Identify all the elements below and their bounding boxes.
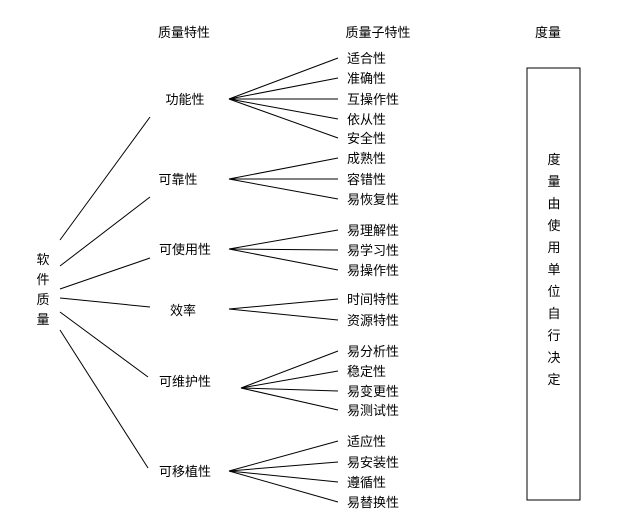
subcharacteristic-label: 资源特性 xyxy=(347,314,399,329)
subcharacteristic-label: 成熟性 xyxy=(347,151,386,167)
measure-char: 量 xyxy=(547,175,560,190)
subcharacteristic-label: 安全性 xyxy=(347,131,386,147)
characteristic-label: 可维护性 xyxy=(159,375,211,390)
measure-box xyxy=(526,67,581,501)
root-branch-line xyxy=(59,329,149,469)
characteristic-label: 可靠性 xyxy=(158,173,197,188)
subcharacteristic-labels: 适合性准确性互操作性依从性安全性成熟性容错性易恢复性易理解性易学习性易操作性时间… xyxy=(347,52,399,511)
subcharacteristic-label: 易恢复性 xyxy=(347,193,399,208)
subcharacteristic-label: 易替换性 xyxy=(347,496,399,511)
subcharacteristic-label: 准确性 xyxy=(347,72,386,87)
characteristic-label: 效率 xyxy=(170,303,196,319)
root-branch-line xyxy=(59,196,151,267)
subcharacteristic-label: 互操作性 xyxy=(347,92,399,108)
sub-branch-line xyxy=(228,248,339,251)
sub-branch-line xyxy=(228,440,339,472)
header-measure: 度量 xyxy=(535,25,561,41)
sub-branch-line xyxy=(228,229,339,250)
root-branch-line xyxy=(59,116,151,241)
characteristic-label: 功能性 xyxy=(165,93,204,108)
sub-branch-line xyxy=(228,57,339,100)
root-char: 质 xyxy=(36,293,49,308)
root-branch-line xyxy=(59,311,149,378)
sub-branch-line xyxy=(228,157,339,180)
characteristic-label: 可移植性 xyxy=(159,465,211,480)
subcharacteristic-label: 依从性 xyxy=(347,113,386,128)
sub-branch-line xyxy=(228,77,339,100)
subcharacteristic-label: 易分析性 xyxy=(347,345,399,360)
sub-branch-line xyxy=(240,387,339,411)
root-char: 软 xyxy=(36,253,49,268)
subcharacteristic-label: 易理解性 xyxy=(347,224,399,239)
sub-branch-line xyxy=(228,98,339,120)
sub-branch-line xyxy=(228,298,339,310)
root-branches xyxy=(59,116,151,469)
sub-branch-line xyxy=(240,350,339,389)
measure-char: 自 xyxy=(547,307,560,322)
header-subcharacteristic: 质量子特性 xyxy=(345,26,410,41)
sub-branch-line xyxy=(228,98,339,139)
root-char: 件 xyxy=(36,273,49,288)
measure-char: 用 xyxy=(547,241,560,256)
subcharacteristic-label: 遵循性 xyxy=(347,475,386,491)
subcharacteristic-label: 容错性 xyxy=(347,172,386,188)
sub-branch-line xyxy=(228,470,339,483)
header-characteristic: 质量特性 xyxy=(158,26,210,41)
measure-char: 由 xyxy=(547,197,560,212)
sub-branch-line xyxy=(228,308,339,321)
subcharacteristic-label: 适合性 xyxy=(347,52,386,67)
measure-char: 单 xyxy=(547,263,560,278)
subcharacteristic-label: 易安装性 xyxy=(347,456,399,471)
sub-branch-line xyxy=(228,178,339,200)
measure-char: 定 xyxy=(547,373,560,388)
measure-char: 决 xyxy=(547,351,560,366)
measure-char: 度 xyxy=(547,152,560,168)
sub-branch-line xyxy=(228,470,339,503)
measure-char: 行 xyxy=(547,329,560,344)
subcharacteristic-label: 适应性 xyxy=(347,434,386,450)
sub-branches xyxy=(228,57,339,503)
root-char: 量 xyxy=(36,313,49,328)
sub-branch-line xyxy=(240,370,339,389)
subcharacteristic-label: 易操作性 xyxy=(347,263,399,279)
sub-branch-line xyxy=(228,461,339,472)
root-branch-line xyxy=(59,257,151,290)
subcharacteristic-label: 时间特性 xyxy=(347,293,399,308)
subcharacteristic-label: 易变更性 xyxy=(347,384,399,400)
measure-char: 使 xyxy=(547,218,560,234)
measure-char: 位 xyxy=(547,285,560,300)
sub-branch-line xyxy=(240,387,339,392)
subcharacteristic-label: 易测试性 xyxy=(347,404,399,419)
characteristic-label: 可使用性 xyxy=(159,242,211,258)
subcharacteristic-label: 易学习性 xyxy=(347,243,399,259)
root-branch-line xyxy=(59,297,151,308)
subcharacteristic-label: 稳定性 xyxy=(347,364,386,380)
sub-branch-line xyxy=(228,248,339,271)
